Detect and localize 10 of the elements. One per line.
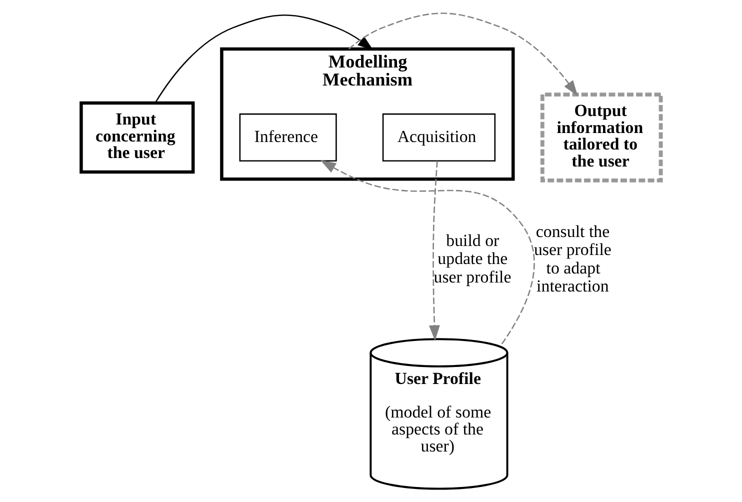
- arrow: [348, 12, 578, 96]
- arrow: [428, 160, 440, 341]
- arrow: [320, 160, 535, 344]
- edge-label: consult the user profile to adapt interaction: [534, 222, 612, 296]
- edge-label: build or update the user profile: [434, 230, 512, 286]
- node-box: Inference: [239, 113, 337, 162]
- node-box: Input concerning the user: [80, 101, 195, 174]
- node-box: Output information tailored to the user: [540, 92, 663, 182]
- arrow: [154, 14, 374, 103]
- node-box: Acquisition: [382, 113, 496, 162]
